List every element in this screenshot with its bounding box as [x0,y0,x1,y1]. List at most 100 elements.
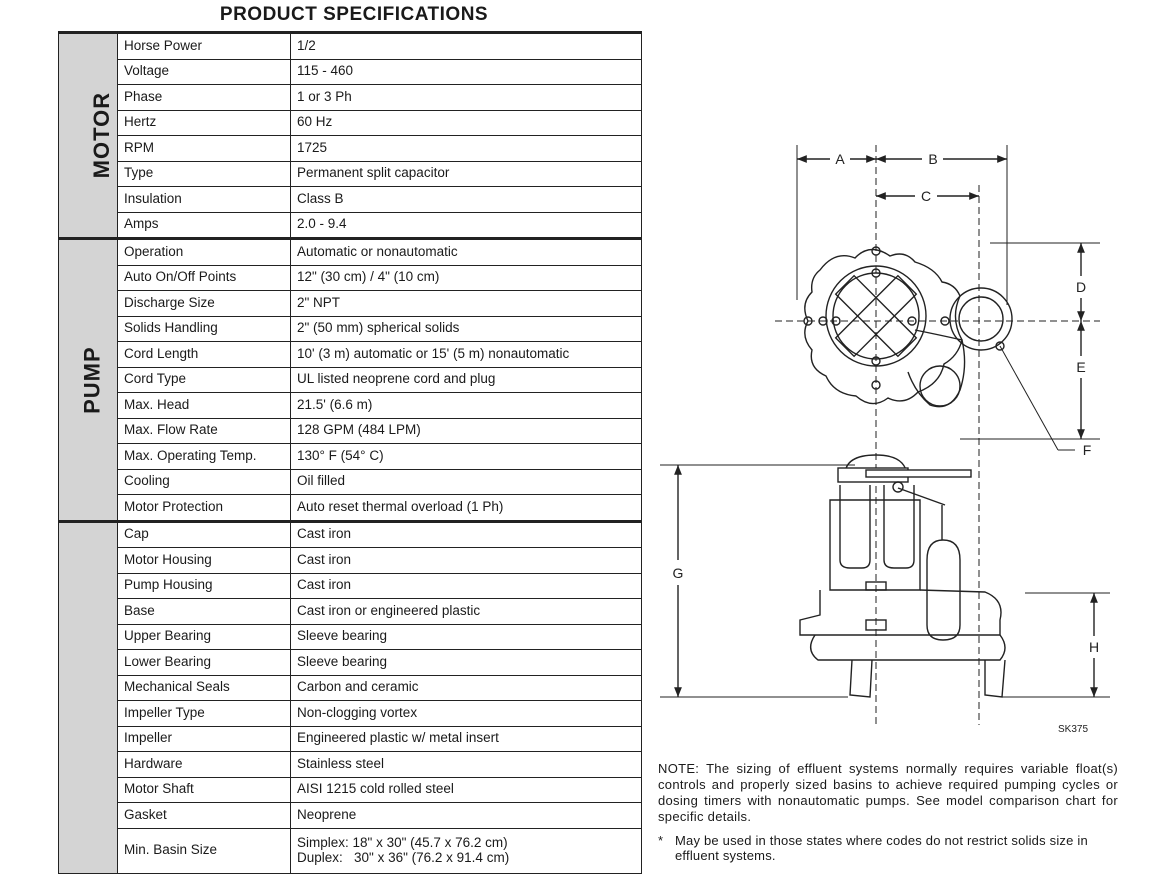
spec-value-line: Simplex: 18" x 30" (45.7 x 76.2 cm) [297,834,508,850]
spec-value: AISI 1215 cold rolled steel [290,776,642,803]
sizing-note: NOTE: The sizing of effluent systems nor… [658,761,1118,824]
spec-value: Carbon and ceramic [290,674,642,701]
section-header: MATERIALS [58,519,118,874]
spec-label: Auto On/Off Points [117,264,291,291]
page-title: PRODUCT SPECIFICATIONS [219,4,489,25]
spec-value: Sleeve bearing [290,649,642,676]
spec-label: Motor Shaft [117,776,291,803]
spec-label: Motor Protection [117,494,291,522]
spec-label: Max. Head [117,392,291,419]
dim-label-e: E [1076,359,1085,375]
dim-label-a: A [835,151,845,167]
dim-label-d: D [1076,279,1086,295]
spec-value: Cast iron [290,547,642,574]
spec-label: Operation [117,237,291,266]
spec-value: Automatic or nonautomatic [290,237,642,266]
drawing-code: SK375 [1058,724,1088,735]
footnote-text: May be used in those states where codes … [675,833,1088,863]
spec-value: Stainless steel [290,751,642,778]
dim-label-f: F [1083,442,1092,458]
spec-label: Motor Housing [117,547,291,574]
spec-label: Hertz [117,109,291,136]
spec-label: Discharge Size [117,290,291,317]
spec-value: Class B [290,186,642,213]
spec-label: Solids Handling [117,315,291,342]
spec-value: 21.5' (6.6 m) [290,392,642,419]
spec-label: Insulation [117,186,291,213]
spec-label: Lower Bearing [117,649,291,676]
spec-value: Engineered plastic w/ metal insert [290,725,642,752]
spec-value: Permanent split capacitor [290,160,642,187]
spec-value: 115 - 460 [290,58,642,85]
spec-label: Hardware [117,751,291,778]
spec-label: Horse Power [117,31,291,60]
pump-dimension-drawing: A B C D E F G H SK375 [660,145,1110,735]
spec-label: Max. Flow Rate [117,417,291,444]
dim-label-b: B [928,151,937,167]
spec-label: Phase [117,84,291,111]
spec-row: Min. Basin Size Simplex: 18" x 30" (45.7 … [59,827,642,874]
section-header: MOTOR [58,31,118,239]
spec-label: Cap [117,519,291,548]
spec-value: Cast iron [290,572,642,599]
spec-label: Cooling [117,468,291,495]
spec-value: 1725 [290,135,642,162]
spec-label: Cord Length [117,341,291,368]
spec-value: Oil filled [290,468,642,495]
spec-label: Base [117,598,291,625]
section-label: PUMP [79,345,105,414]
spec-label: Impeller Type [117,700,291,727]
spec-value: 2.0 - 9.4 [290,211,642,239]
spec-value: UL listed neoprene cord and plug [290,366,642,393]
spec-label: Cord Type [117,366,291,393]
spec-value: Sleeve bearing [290,623,642,650]
spec-label: Amps [117,211,291,239]
spec-label: Gasket [117,802,291,829]
spec-label: Min. Basin Size [117,827,291,874]
footnote-mark: * [658,833,664,848]
spec-value: Neoprene [290,802,642,829]
spec-value: 10' (3 m) automatic or 15' (5 m) nonauto… [290,341,642,368]
spec-value: Auto reset thermal overload (1 Ph) [290,494,642,522]
spec-value: 60 Hz [290,109,642,136]
spec-value: Cast iron [290,519,642,548]
spec-label: Upper Bearing [117,623,291,650]
spec-value: Cast iron or engineered plastic [290,598,642,625]
spec-value: 2" (50 mm) spherical solids [290,315,642,342]
section-header: PUMP [58,237,118,522]
dim-label-c: C [921,188,931,204]
spec-value: 1 or 3 Ph [290,84,642,111]
spec-value: 128 GPM (484 LPM) [290,417,642,444]
dim-label-h: H [1089,639,1099,655]
spec-row: Max. Operating Temp.130° F (54° C) [59,443,642,470]
spec-label: Type [117,160,291,187]
spec-value: 130° F (54° C) [290,443,642,470]
spec-label: Pump Housing [117,572,291,599]
footnote: * May be used in those states where code… [658,833,1118,863]
dim-label-g: G [673,565,684,581]
spec-label: RPM [117,135,291,162]
